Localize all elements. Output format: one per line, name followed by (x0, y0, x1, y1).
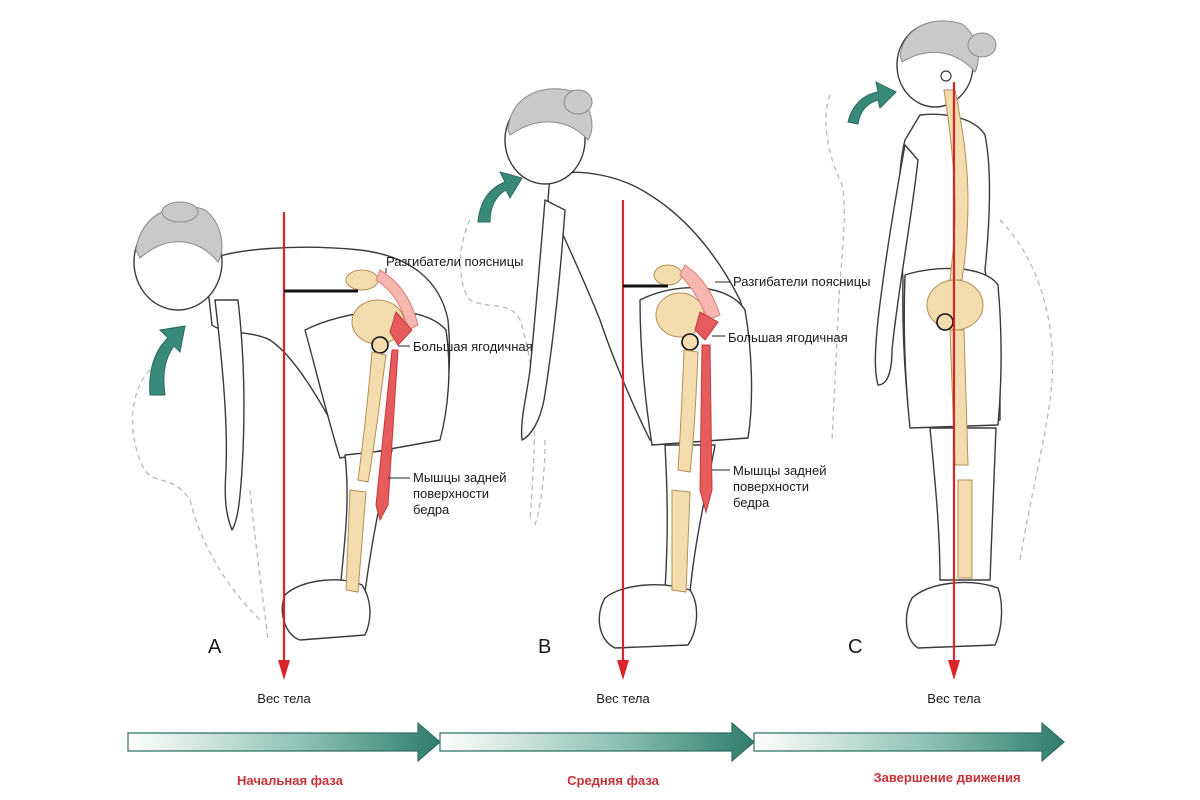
figure-c-rotation-arrow (847, 81, 897, 125)
figure-a-extensor-muscle (375, 269, 419, 331)
label-b-hamstring-1: Мышцы задней (733, 463, 826, 478)
label-a-hamstring-1: Мышцы задней (413, 470, 506, 485)
figure-a-glute-muscle (389, 310, 413, 346)
figure-c-ghost (825, 94, 1054, 561)
phase-arrows (127, 721, 1065, 763)
figure-b-hamstring-muscle (699, 344, 713, 514)
panel-letter-b: B (538, 636, 551, 658)
phase-arrow-2 (439, 721, 755, 763)
figure-c (825, 20, 1054, 680)
label-b-hamstring-3: бедра (733, 495, 770, 510)
weight-label-c: Вес тела (927, 691, 981, 706)
figure-a-hamstring-muscle (375, 349, 399, 522)
label-a-hamstring-3: бедра (413, 502, 450, 517)
figure-a-rotation-arrow (149, 325, 186, 396)
figure-b-rotation-arrow (477, 171, 523, 223)
label-b-hamstring-2: поверхности (733, 479, 809, 494)
figure-b-arm (520, 199, 566, 441)
phase-arrow-3 (753, 721, 1065, 763)
figure-c-arm (874, 144, 919, 386)
figure-c-gravity-arrowhead (948, 660, 960, 680)
phase-label-middle: Средняя фаза (567, 773, 660, 788)
panel-letter-a: A (208, 636, 222, 658)
figure-a-ghost (132, 369, 269, 641)
figure-b-shoe (598, 584, 698, 649)
phase-label-start: Начальная фаза (237, 773, 344, 788)
figure-b-gravity-arrowhead (617, 660, 629, 680)
figure-b-head (504, 88, 593, 185)
phase-arrow-1 (127, 721, 441, 763)
figure-a-gravity-arrowhead (278, 660, 290, 680)
weight-label-a: Вес тела (257, 691, 311, 706)
label-a-hamstring-2: поверхности (413, 486, 489, 501)
figure-b-glute-muscle (694, 311, 719, 341)
figure-a (132, 201, 451, 680)
figure-b-ghost (459, 219, 546, 526)
label-a-extensors: Разгибатели поясницы (386, 254, 523, 269)
figure-b-skeleton (653, 264, 705, 593)
phase-label-end: Завершение движения (873, 770, 1020, 785)
label-b-extensors: Разгибатели поясницы (733, 274, 870, 289)
panel-letter-c: C (848, 636, 862, 658)
weight-label-b: Вес тела (596, 691, 650, 706)
label-a-glute: Большая ягодичная (413, 339, 533, 354)
figure-a-head (133, 201, 223, 311)
figure-a-arm (214, 299, 245, 531)
label-b-glute: Большая ягодичная (728, 330, 848, 345)
figure-b (459, 88, 753, 680)
figure-a-shoe (281, 579, 371, 641)
